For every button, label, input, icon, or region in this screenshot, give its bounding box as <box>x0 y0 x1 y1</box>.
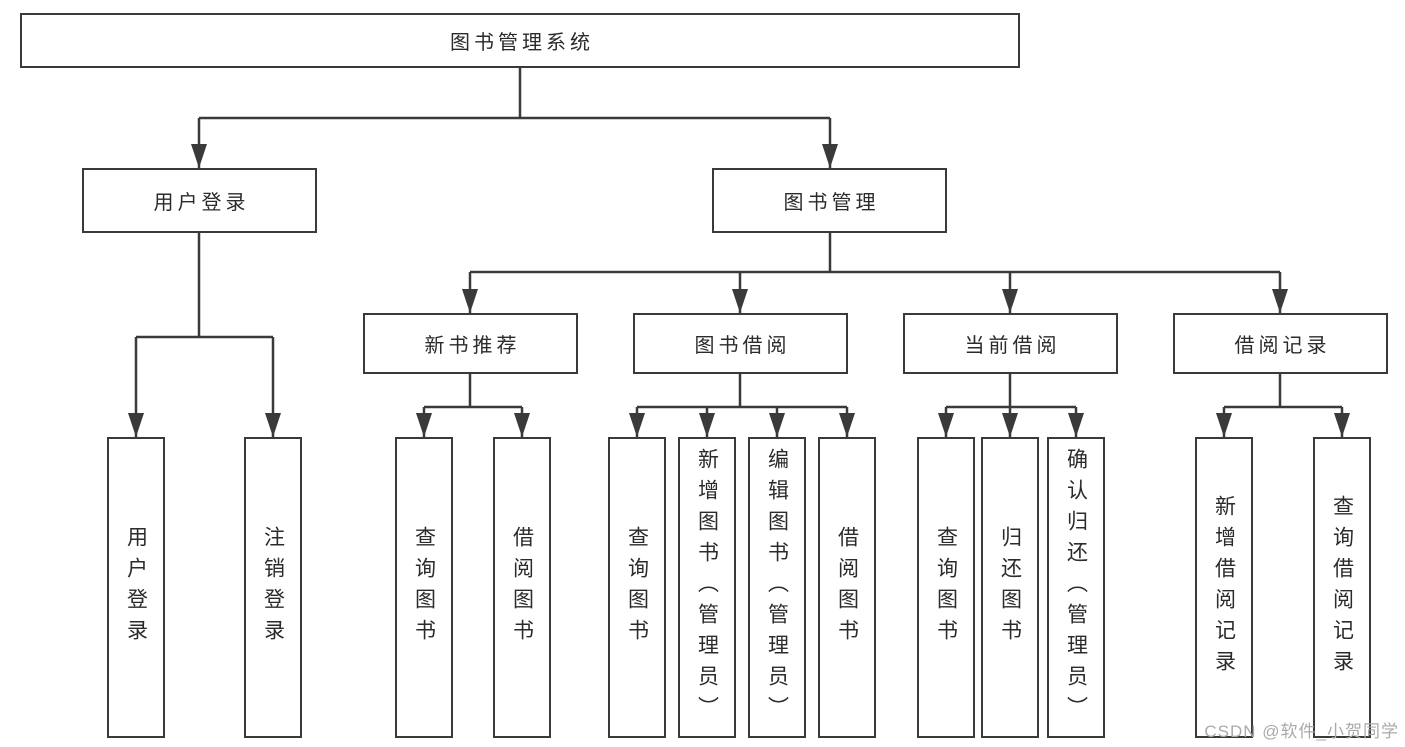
node-borrow-records: 借阅记录 <box>1173 313 1388 374</box>
leaf-nb-borrow-books: 借阅图书 <box>493 437 551 738</box>
node-root-system: 图书管理系统 <box>20 13 1020 68</box>
leaf-br-add-record: 新增借阅记录 <box>1195 437 1253 738</box>
leaf-logout-login-label: 注销登录 <box>261 525 285 650</box>
leaf-bb-edit-books-admin-label: 编辑图书（管理员） <box>765 448 789 727</box>
connector-book-borrow <box>629 374 855 437</box>
node-user-login: 用户登录 <box>82 168 317 233</box>
node-new-book-recommend: 新书推荐 <box>363 313 578 374</box>
node-borrow-records-label: 借阅记录 <box>1234 335 1331 357</box>
leaf-bb-query-books: 查询图书 <box>608 437 666 738</box>
leaf-cb-confirm-return-admin: 确认归还（管理员） <box>1047 437 1105 738</box>
leaf-bb-add-books-admin-label: 新增图书（管理员） <box>695 448 719 727</box>
node-book-management-label: 图书管理 <box>783 192 880 214</box>
connector-current-borrow <box>938 374 1084 437</box>
leaf-br-add-record-label: 新增借阅记录 <box>1212 494 1236 681</box>
leaf-cb-return-books: 归还图书 <box>981 437 1039 738</box>
leaf-bb-borrow-books: 借阅图书 <box>818 437 876 738</box>
leaf-nb-query-books: 查询图书 <box>395 437 453 738</box>
leaf-nb-query-books-label: 查询图书 <box>412 525 436 650</box>
node-user-login-label: 用户登录 <box>153 192 250 214</box>
connector-book-management <box>462 233 1288 313</box>
node-root-label: 图书管理系统 <box>450 32 594 54</box>
leaf-cb-query-books-label: 查询图书 <box>934 525 958 650</box>
leaf-bb-query-books-label: 查询图书 <box>625 525 649 650</box>
connector-borrow-records <box>1216 374 1350 437</box>
leaf-nb-borrow-books-label: 借阅图书 <box>510 525 534 650</box>
node-book-borrow-label: 图书借阅 <box>694 335 791 357</box>
connector-root <box>191 68 838 168</box>
leaf-br-query-record: 查询借阅记录 <box>1313 437 1371 738</box>
leaf-bb-add-books-admin: 新增图书（管理员） <box>678 437 736 738</box>
leaf-bb-edit-books-admin: 编辑图书（管理员） <box>748 437 806 738</box>
node-new-book-recommend-label: 新书推荐 <box>424 335 521 357</box>
leaf-cb-confirm-return-admin-label: 确认归还（管理员） <box>1064 448 1088 727</box>
leaf-user-login: 用户登录 <box>107 437 165 738</box>
connector-new-book-recommend <box>416 374 530 437</box>
leaf-cb-return-books-label: 归还图书 <box>998 525 1022 650</box>
node-book-borrow: 图书借阅 <box>633 313 848 374</box>
node-current-borrow-label: 当前借阅 <box>964 335 1061 357</box>
leaf-user-login-label: 用户登录 <box>124 525 148 650</box>
leaf-cb-query-books: 查询图书 <box>917 437 975 738</box>
leaf-logout-login: 注销登录 <box>244 437 302 738</box>
leaf-br-query-record-label: 查询借阅记录 <box>1330 494 1354 681</box>
connector-user-login <box>128 233 281 437</box>
node-current-borrow: 当前借阅 <box>903 313 1118 374</box>
leaf-bb-borrow-books-label: 借阅图书 <box>835 525 859 650</box>
node-book-management: 图书管理 <box>712 168 947 233</box>
